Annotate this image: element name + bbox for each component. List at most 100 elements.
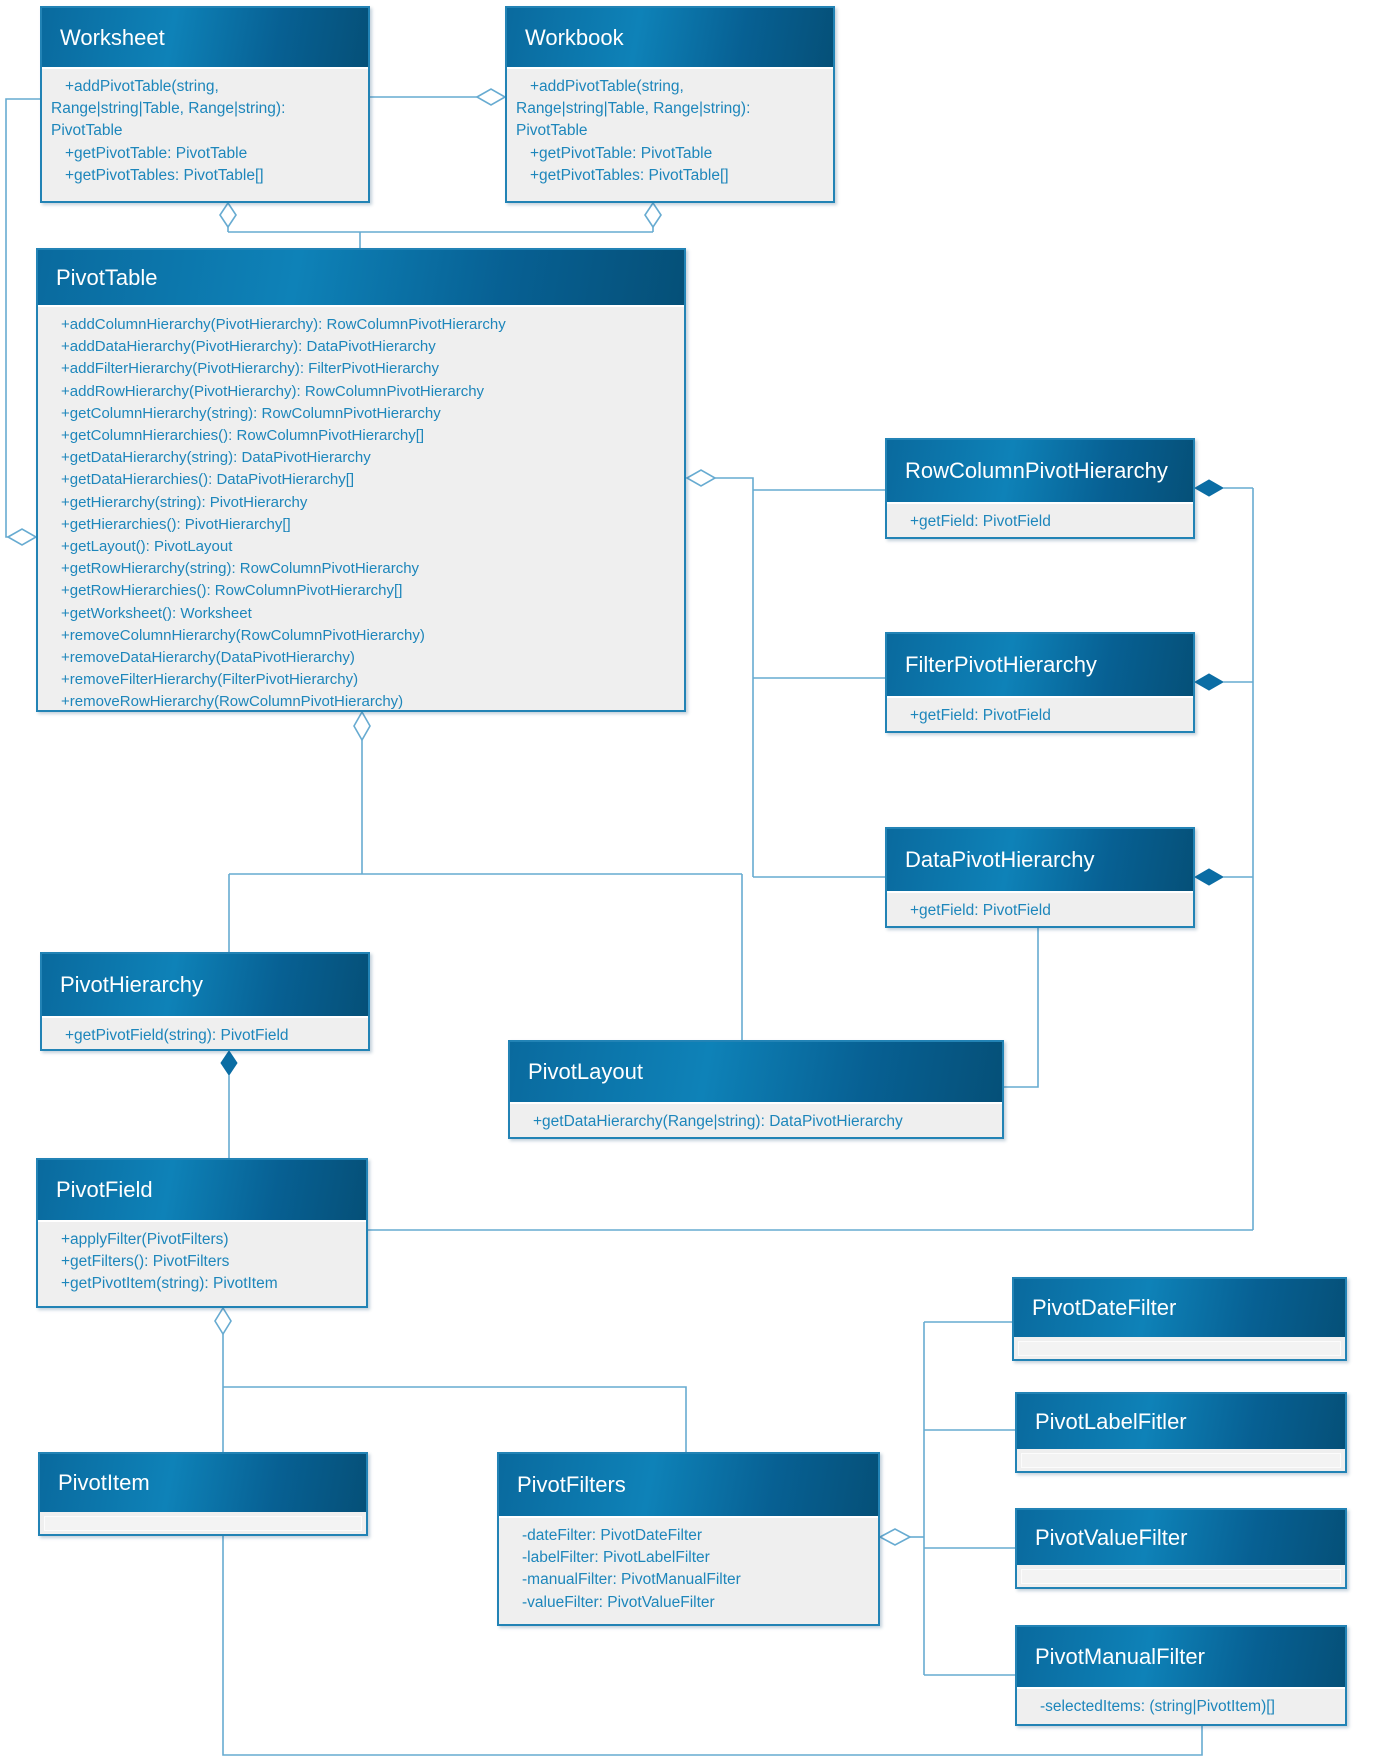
class-title: Workbook — [507, 8, 833, 67]
class-members: +getDataHierarchy(Range|string): DataPiv… — [510, 1102, 1002, 1133]
class-members-empty — [1021, 1453, 1341, 1468]
aggregation-diamond-icon — [644, 201, 662, 229]
class-pivotvaluefilter: PivotValueFilter — [1015, 1508, 1347, 1589]
member-line: +addPivotTable(string, — [530, 78, 684, 95]
member-line: -dateFilter: PivotDateFilter — [522, 1527, 703, 1544]
composition-diamond-icon — [220, 1050, 238, 1076]
class-members: +applyFilter(PivotFilters) +getFilters():… — [38, 1220, 366, 1296]
class-title: PivotItem — [40, 1454, 366, 1512]
member-line: +getDataHierarchy(string): DataPivotHier… — [61, 449, 371, 467]
aggregation-diamond-icon — [214, 1306, 232, 1336]
member-line: +removeDataHierarchy(DataPivotHierarchy) — [61, 649, 355, 667]
class-members: +getField: PivotField — [887, 891, 1193, 922]
member-line: PivotTable — [51, 122, 123, 140]
member-line: +getPivotField(string): PivotField — [65, 1027, 289, 1044]
class-title: PivotHierarchy — [42, 954, 368, 1016]
class-members: +addColumnHierarchy(PivotHierarchy): Row… — [38, 305, 684, 714]
class-members: +getPivotField(string): PivotField — [42, 1016, 368, 1047]
connector-pivotfield-pivotitem-pivotfilters — [214, 1306, 687, 1452]
member-line: -manualFilter: PivotManualFilter — [522, 1571, 741, 1589]
class-members: -dateFilter: PivotDateFilter -labelFilter… — [499, 1516, 878, 1614]
member-line: Range|string|Table, Range|string): — [516, 100, 751, 118]
connector-pivotitem-pivotmanualfilter — [222, 1536, 1203, 1756]
member-line: +removeFilterHierarchy(FilterPivotHierar… — [61, 671, 359, 689]
class-title: RowColumnPivotHierarchy — [887, 440, 1193, 502]
member-line: -valueFilter: PivotValueFilter — [522, 1593, 715, 1611]
class-pivothierarchy: PivotHierarchy +getPivotField(string): P… — [40, 952, 370, 1051]
connector-pivottable-pivothierarchy-pivotlayout — [228, 710, 743, 1040]
aggregation-diamond-icon — [219, 201, 237, 229]
class-members: -selectedItems: (string|PivotItem)[] — [1017, 1687, 1345, 1718]
member-line: +getPivotTable: PivotTable — [65, 144, 248, 162]
connector-hierarchies-pivotfield-composition — [368, 479, 1254, 1231]
aggregation-diamond-icon — [475, 88, 507, 106]
member-line: Range|string|Table, Range|string): — [51, 100, 286, 118]
aggregation-diamond-icon — [878, 1528, 912, 1546]
class-pivotlabelfitler: PivotLabelFitler — [1015, 1392, 1347, 1473]
class-members-empty — [44, 1516, 362, 1531]
aggregation-diamond-icon — [353, 710, 371, 742]
connector-worksheet-pivottable-left — [5, 98, 40, 546]
member-line: +getHierarchy(string): PivotHierarchy — [61, 493, 308, 511]
member-line: +removeRowHierarchy(RowColumnPivotHierar… — [61, 693, 404, 711]
member-line: +getHierarchies(): PivotHierarchy[] — [61, 515, 291, 533]
class-pivotlayout: PivotLayout +getDataHierarchy(Range|stri… — [508, 1040, 1004, 1139]
member-line: -selectedItems: (string|PivotItem)[] — [1040, 1698, 1275, 1715]
connector-worksheet-workbook-pivottable-top — [219, 201, 662, 248]
class-pivottable: PivotTable +addColumnHierarchy(PivotHier… — [36, 248, 686, 712]
member-line: +getField: PivotField — [910, 902, 1051, 919]
class-members: +getField: PivotField — [887, 502, 1193, 533]
member-line: +getPivotItem(string): PivotItem — [61, 1275, 278, 1293]
class-pivotdatefilter: PivotDateFilter — [1012, 1277, 1347, 1361]
member-line: +getLayout(): PivotLayout — [61, 538, 233, 556]
class-title: PivotTable — [38, 250, 684, 305]
member-line: +getFilters(): PivotFilters — [61, 1253, 230, 1271]
class-title: DataPivotHierarchy — [887, 829, 1193, 891]
class-pivotmanualfilter: PivotManualFilter -selectedItems: (strin… — [1015, 1625, 1347, 1726]
member-line: +getDataHierarchy(Range|string): DataPiv… — [533, 1113, 903, 1130]
class-filterpivothierarchy: FilterPivotHierarchy +getField: PivotFie… — [885, 632, 1195, 733]
member-line: +addColumnHierarchy(PivotHierarchy): Row… — [61, 316, 506, 333]
connector-pivotfilters-filter-classes — [878, 1321, 1015, 1676]
member-line: +getColumnHierarchies(): RowColumnPivotH… — [61, 427, 425, 445]
member-line: +getField: PivotField — [910, 707, 1051, 724]
class-title: PivotManualFilter — [1017, 1627, 1345, 1687]
class-pivotitem: PivotItem — [38, 1452, 368, 1536]
connector-pivothierarchy-pivotfield — [220, 1050, 238, 1158]
class-pivotfilters: PivotFilters -dateFilter: PivotDateFilte… — [497, 1452, 880, 1626]
class-members-empty — [1021, 1569, 1341, 1584]
connector-worksheet-workbook — [370, 88, 507, 106]
class-title: PivotFilters — [499, 1454, 878, 1516]
member-line: +addDataHierarchy(PivotHierarchy): DataP… — [61, 338, 436, 356]
class-title: PivotLabelFitler — [1017, 1394, 1345, 1449]
member-line: +getDataHierarchies(): DataPivotHierarch… — [61, 471, 355, 489]
member-line: +addPivotTable(string, — [65, 78, 219, 95]
class-title: PivotDateFilter — [1014, 1279, 1345, 1337]
member-line: +getWorksheet(): Worksheet — [61, 604, 252, 622]
member-line: +getPivotTables: PivotTable[] — [65, 166, 264, 184]
class-title: PivotLayout — [510, 1042, 1002, 1102]
class-title: PivotValueFilter — [1017, 1510, 1345, 1565]
class-members-empty — [1018, 1341, 1341, 1356]
class-worksheet: Worksheet +addPivotTable(string, Range|st… — [40, 6, 370, 203]
member-line: +getField: PivotField — [910, 513, 1051, 530]
class-rowcolumnpivothierarchy: RowColumnPivotHierarchy +getField: Pivot… — [885, 438, 1195, 539]
member-line: +getColumnHierarchy(string): RowColumnPi… — [61, 404, 441, 422]
class-title: Worksheet — [42, 8, 368, 67]
class-members: +addPivotTable(string, Range|string|Table… — [507, 67, 833, 187]
connector-pivotlayout-datapivothierarchy — [1004, 928, 1039, 1088]
class-datapivothierarchy: DataPivotHierarchy +getField: PivotField — [885, 827, 1195, 928]
class-title: FilterPivotHierarchy — [887, 634, 1193, 696]
composition-diamond-icon — [1193, 479, 1225, 497]
member-line: -labelFilter: PivotLabelFilter — [522, 1549, 710, 1567]
class-pivotfield: PivotField +applyFilter(PivotFilters)+ge… — [36, 1158, 368, 1308]
member-line: +getRowHierarchy(string): RowColumnPivot… — [61, 560, 420, 578]
aggregation-diamond-icon — [6, 528, 38, 546]
connector-pivottable-hierarchy-subclasses — [685, 469, 885, 878]
member-line: +addRowHierarchy(PivotHierarchy): RowCol… — [61, 382, 485, 400]
member-line: +removeColumnHierarchy(RowColumnPivotHie… — [61, 626, 425, 644]
member-line: +applyFilter(PivotFilters) — [61, 1231, 229, 1248]
member-line: PivotTable — [516, 122, 588, 140]
